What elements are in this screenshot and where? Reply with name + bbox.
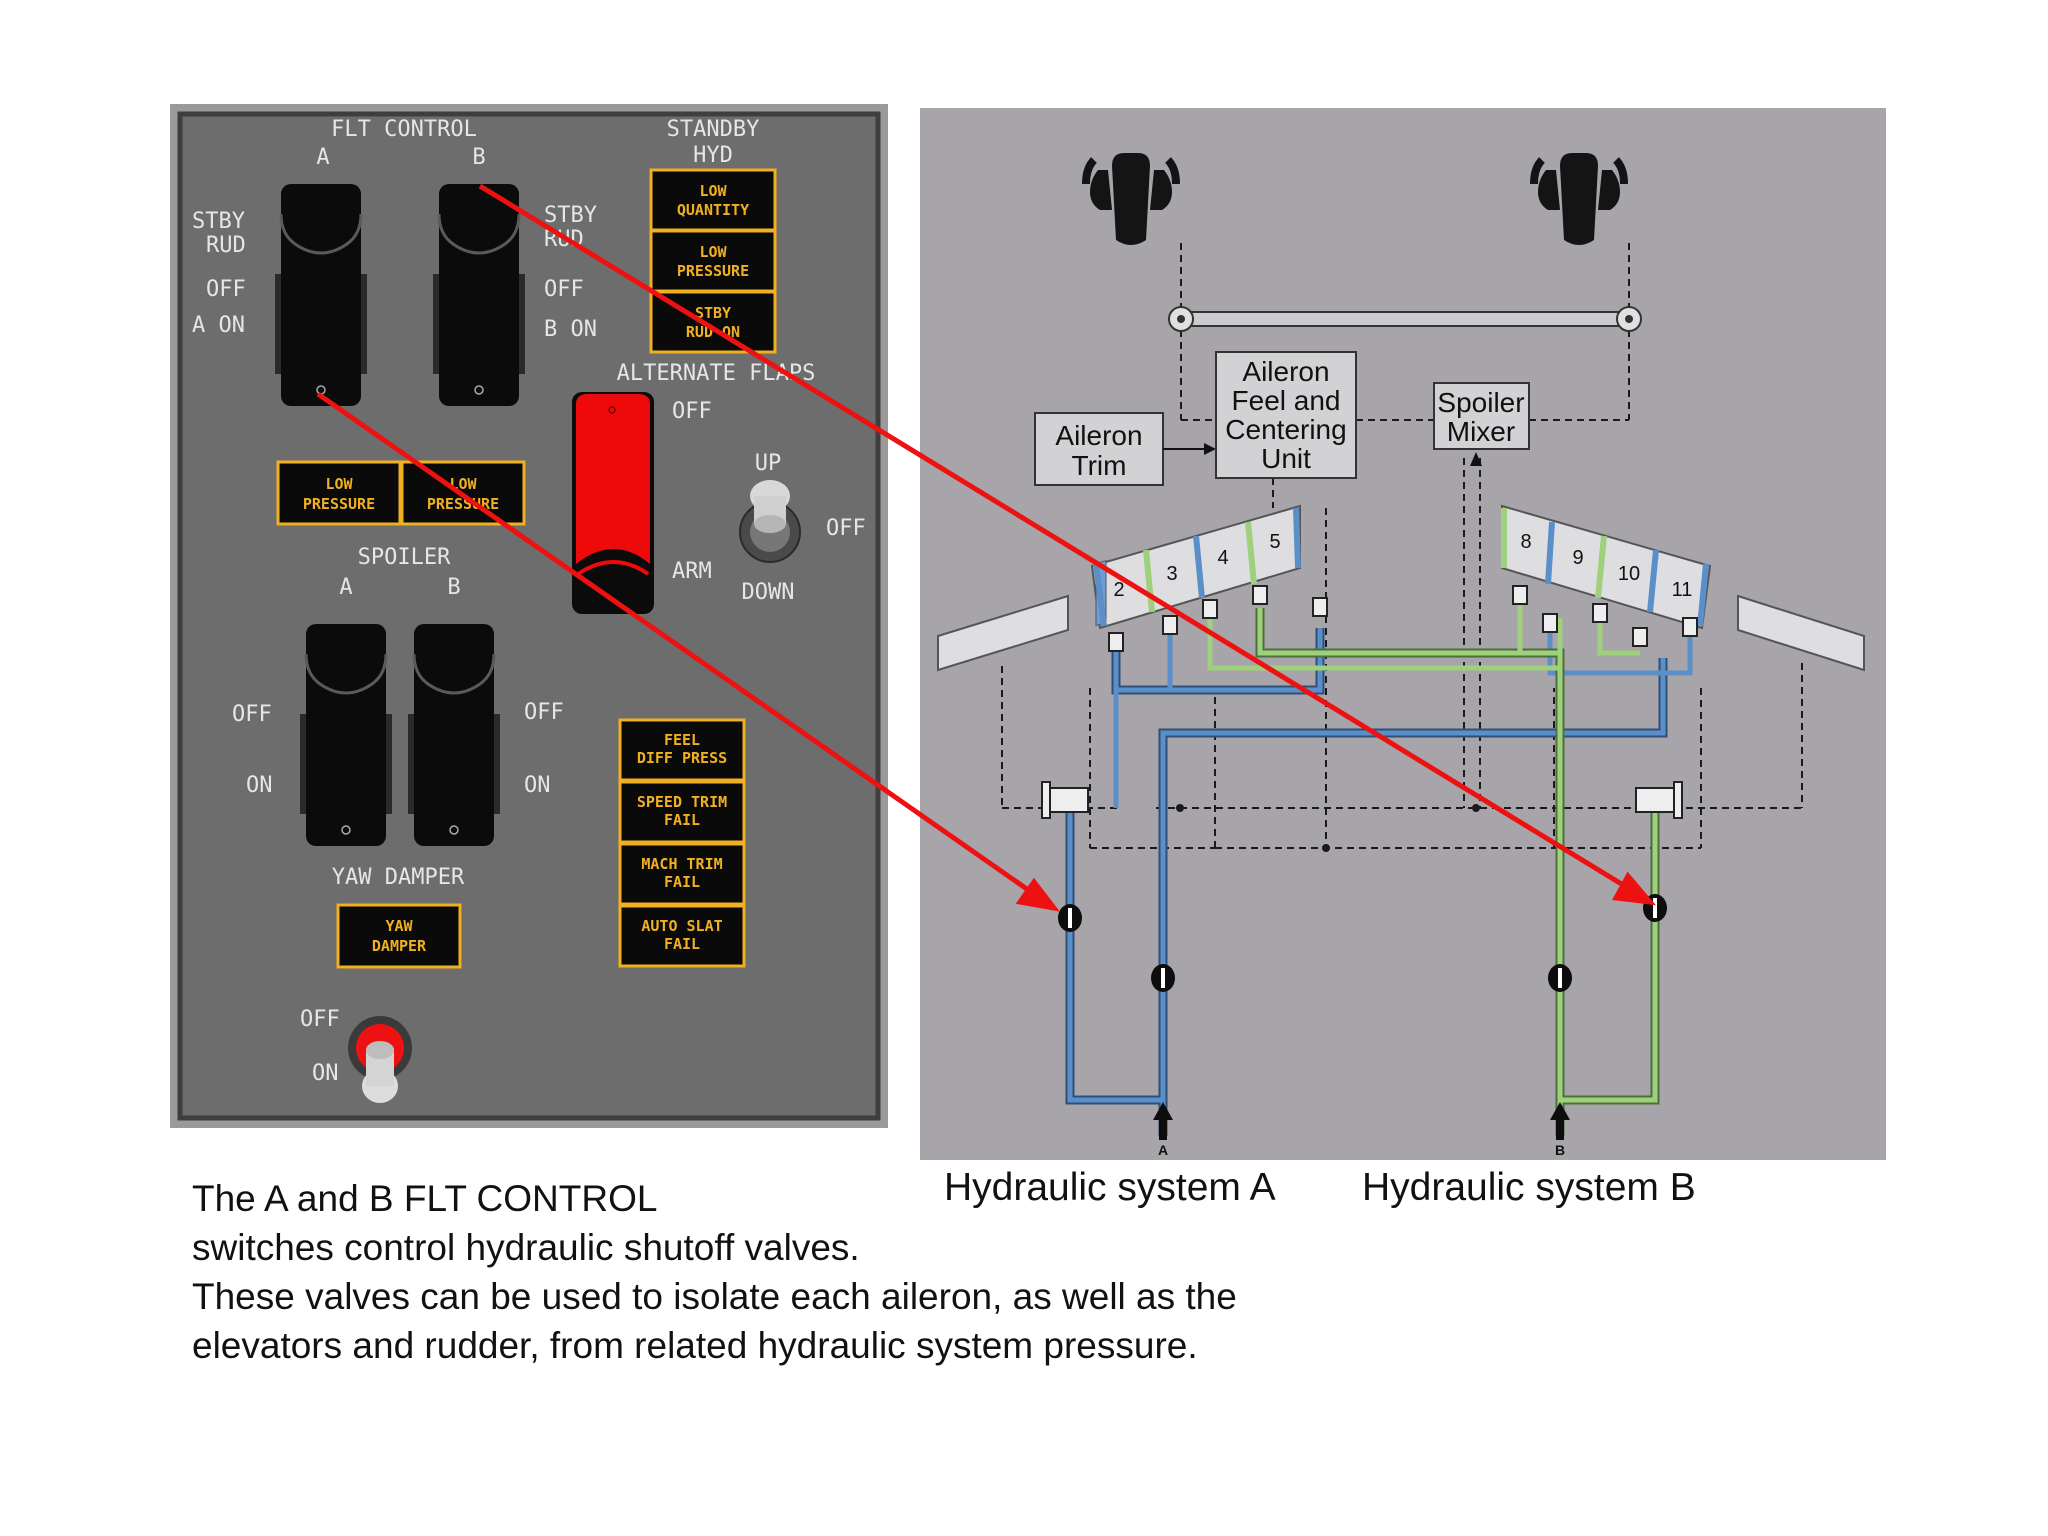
low-pressure-stby-light-line2: PRESSURE [677, 262, 749, 280]
spoiler-left-on-label: ON [246, 773, 273, 798]
aileron-trim-line1: Aileron [1055, 420, 1142, 451]
spoiler-a-switch[interactable] [298, 622, 394, 848]
system-b-spoiler-shutoff-valve-icon [1548, 964, 1572, 992]
yaw-damper-light [336, 903, 462, 969]
right-stby-label: STBY [544, 203, 597, 228]
left-stby-label: STBY [192, 209, 245, 234]
left-off-label: OFF [206, 277, 246, 302]
system-b-flt-control-shutoff-valve-icon [1643, 894, 1667, 922]
right-aileron-pcu [1635, 781, 1683, 819]
feel-diff-press-light-line2: DIFF PRESS [637, 749, 727, 767]
alternate-flaps-off-right-label: OFF [826, 516, 866, 541]
auto-slat-fail-light [618, 904, 746, 968]
spoiler-2-label: 2 [1113, 579, 1124, 601]
spoiler-left-off-label: OFF [232, 702, 272, 727]
standby-hyd-title-line1: STANDBY [667, 117, 760, 142]
stby-rud-on-light [649, 290, 777, 354]
system-a-port-label: A [1158, 1142, 1168, 1158]
stby-rud-on-light-line2: RUD ON [686, 323, 740, 341]
spoiler-mixer-line2: Mixer [1447, 416, 1515, 447]
caption-line-4: elevators and rudder, from related hydra… [192, 1325, 1198, 1366]
feel-unit-line4: Unit [1261, 443, 1311, 474]
hydraulic-system-b-label: Hydraulic system B [1362, 1166, 1696, 1209]
mach-trim-fail-light-line1: MACH TRIM [641, 855, 722, 873]
spoiler-4-label: 4 [1217, 547, 1228, 569]
spoiler-8-label: 8 [1520, 531, 1531, 553]
alternate-flaps-up-label: UP [755, 451, 782, 476]
speed-trim-fail-light-line2: FAIL [664, 811, 700, 829]
standby-hyd-title-line2: HYD [693, 143, 733, 168]
spoiler-a-label: A [339, 575, 352, 600]
low-pressure-b-light-line2: PRESSURE [427, 495, 499, 513]
spoiler-title: SPOILER [358, 545, 451, 570]
low-pressure-b-light [400, 460, 526, 526]
spoiler-b-switch[interactable] [406, 622, 502, 848]
alternate-flaps-arm-switch[interactable] [572, 392, 654, 614]
spoiler-11-label: 11 [1672, 579, 1693, 601]
left-rud-label: RUD [206, 233, 246, 258]
hydraulic-system-a-label: Hydraulic system A [944, 1166, 1276, 1209]
flt-control-a-label: A [316, 145, 329, 170]
alternate-flaps-title: ALTERNATE FLAPS [617, 361, 816, 386]
feel-diff-press-light-line1: FEEL [664, 731, 700, 749]
mach-trim-fail-light-line2: FAIL [664, 873, 700, 891]
feel-unit-line3: Centering [1225, 414, 1346, 445]
flt-control-b-switch[interactable] [431, 182, 527, 408]
spoiler-right-on-label: ON [524, 773, 551, 798]
right-off-label: OFF [544, 277, 584, 302]
low-pressure-a-light [276, 460, 402, 526]
speed-trim-fail-light-line1: SPEED TRIM [637, 793, 727, 811]
caption-line-2: switches control hydraulic shutoff valve… [192, 1227, 860, 1268]
spoiler-5-label: 5 [1269, 531, 1280, 553]
flt-control-a-switch[interactable] [273, 182, 369, 408]
alternate-flaps-off-label: OFF [672, 399, 712, 424]
low-pressure-a-light-line1: LOW [325, 475, 353, 493]
low-quantity-light-line1: LOW [699, 182, 727, 200]
spoiler-3-label: 3 [1166, 563, 1177, 585]
low-quantity-light [649, 168, 777, 232]
system-b-pressure-arrow-icon [1550, 1102, 1570, 1140]
low-pressure-stby-light-line1: LOW [699, 243, 727, 261]
caption-text: The A and B FLT CONTROL switches control… [192, 1174, 1392, 1370]
system-b-port-label: B [1555, 1142, 1565, 1158]
caption-line-1: The A and B FLT CONTROL [192, 1178, 658, 1219]
flt-control-b-label: B [472, 145, 485, 170]
alternate-flaps-down-label: DOWN [742, 580, 795, 605]
flight-control-panel: FLT CONTROL A B STBY RUD OFF A ON STBY R… [170, 104, 888, 1128]
spoiler-b-label: B [447, 575, 460, 600]
yaw-damper-light-line1: YAW [385, 917, 413, 935]
flt-control-title: FLT CONTROL [331, 117, 477, 142]
feel-unit-line2: Feel and [1232, 385, 1341, 416]
spoiler-mixer-line1: Spoiler [1437, 387, 1524, 418]
low-pressure-a-light-line2: PRESSURE [303, 495, 375, 513]
system-a-pressure-arrow-icon [1153, 1102, 1173, 1140]
yaw-damper-on-label: ON [312, 1061, 339, 1086]
spoiler-9-label: 9 [1572, 547, 1583, 569]
system-a-spoiler-shutoff-valve-icon [1151, 964, 1175, 992]
aileron-trim-line2: Trim [1072, 450, 1127, 481]
right-aileron-panel [1737, 594, 1865, 672]
yaw-damper-title: YAW DAMPER [332, 865, 465, 890]
spoiler-10-label: 10 [1618, 563, 1640, 585]
low-quantity-light-line2: QUANTITY [677, 201, 749, 219]
feel-unit-line1: Aileron [1242, 356, 1329, 387]
auto-slat-fail-light-line2: FAIL [664, 935, 700, 953]
caption-line-3: These valves can be used to isolate each… [192, 1276, 1237, 1317]
hydraulic-schematic: Aileron Trim Aileron Feel and Centering … [920, 108, 1886, 1160]
yaw-damper-light-line2: DAMPER [372, 937, 427, 955]
left-aileron-pcu [1041, 781, 1089, 819]
alternate-flaps-arm-label: ARM [672, 559, 712, 584]
stby-rud-on-light-line1: STBY [695, 304, 731, 322]
auto-slat-fail-light-line1: AUTO SLAT [641, 917, 722, 935]
yaw-damper-switch[interactable] [348, 1016, 412, 1103]
low-pressure-b-light-line1: LOW [449, 475, 477, 493]
low-pressure-stby-light [649, 229, 777, 293]
spoiler-right-off-label: OFF [524, 700, 564, 725]
left-a-on-label: A ON [192, 313, 245, 338]
system-a-flt-control-shutoff-valve-icon [1058, 904, 1082, 932]
right-b-on-label: B ON [544, 317, 597, 342]
right-rud-label: RUD [544, 227, 584, 252]
yaw-damper-off-label: OFF [300, 1007, 340, 1032]
